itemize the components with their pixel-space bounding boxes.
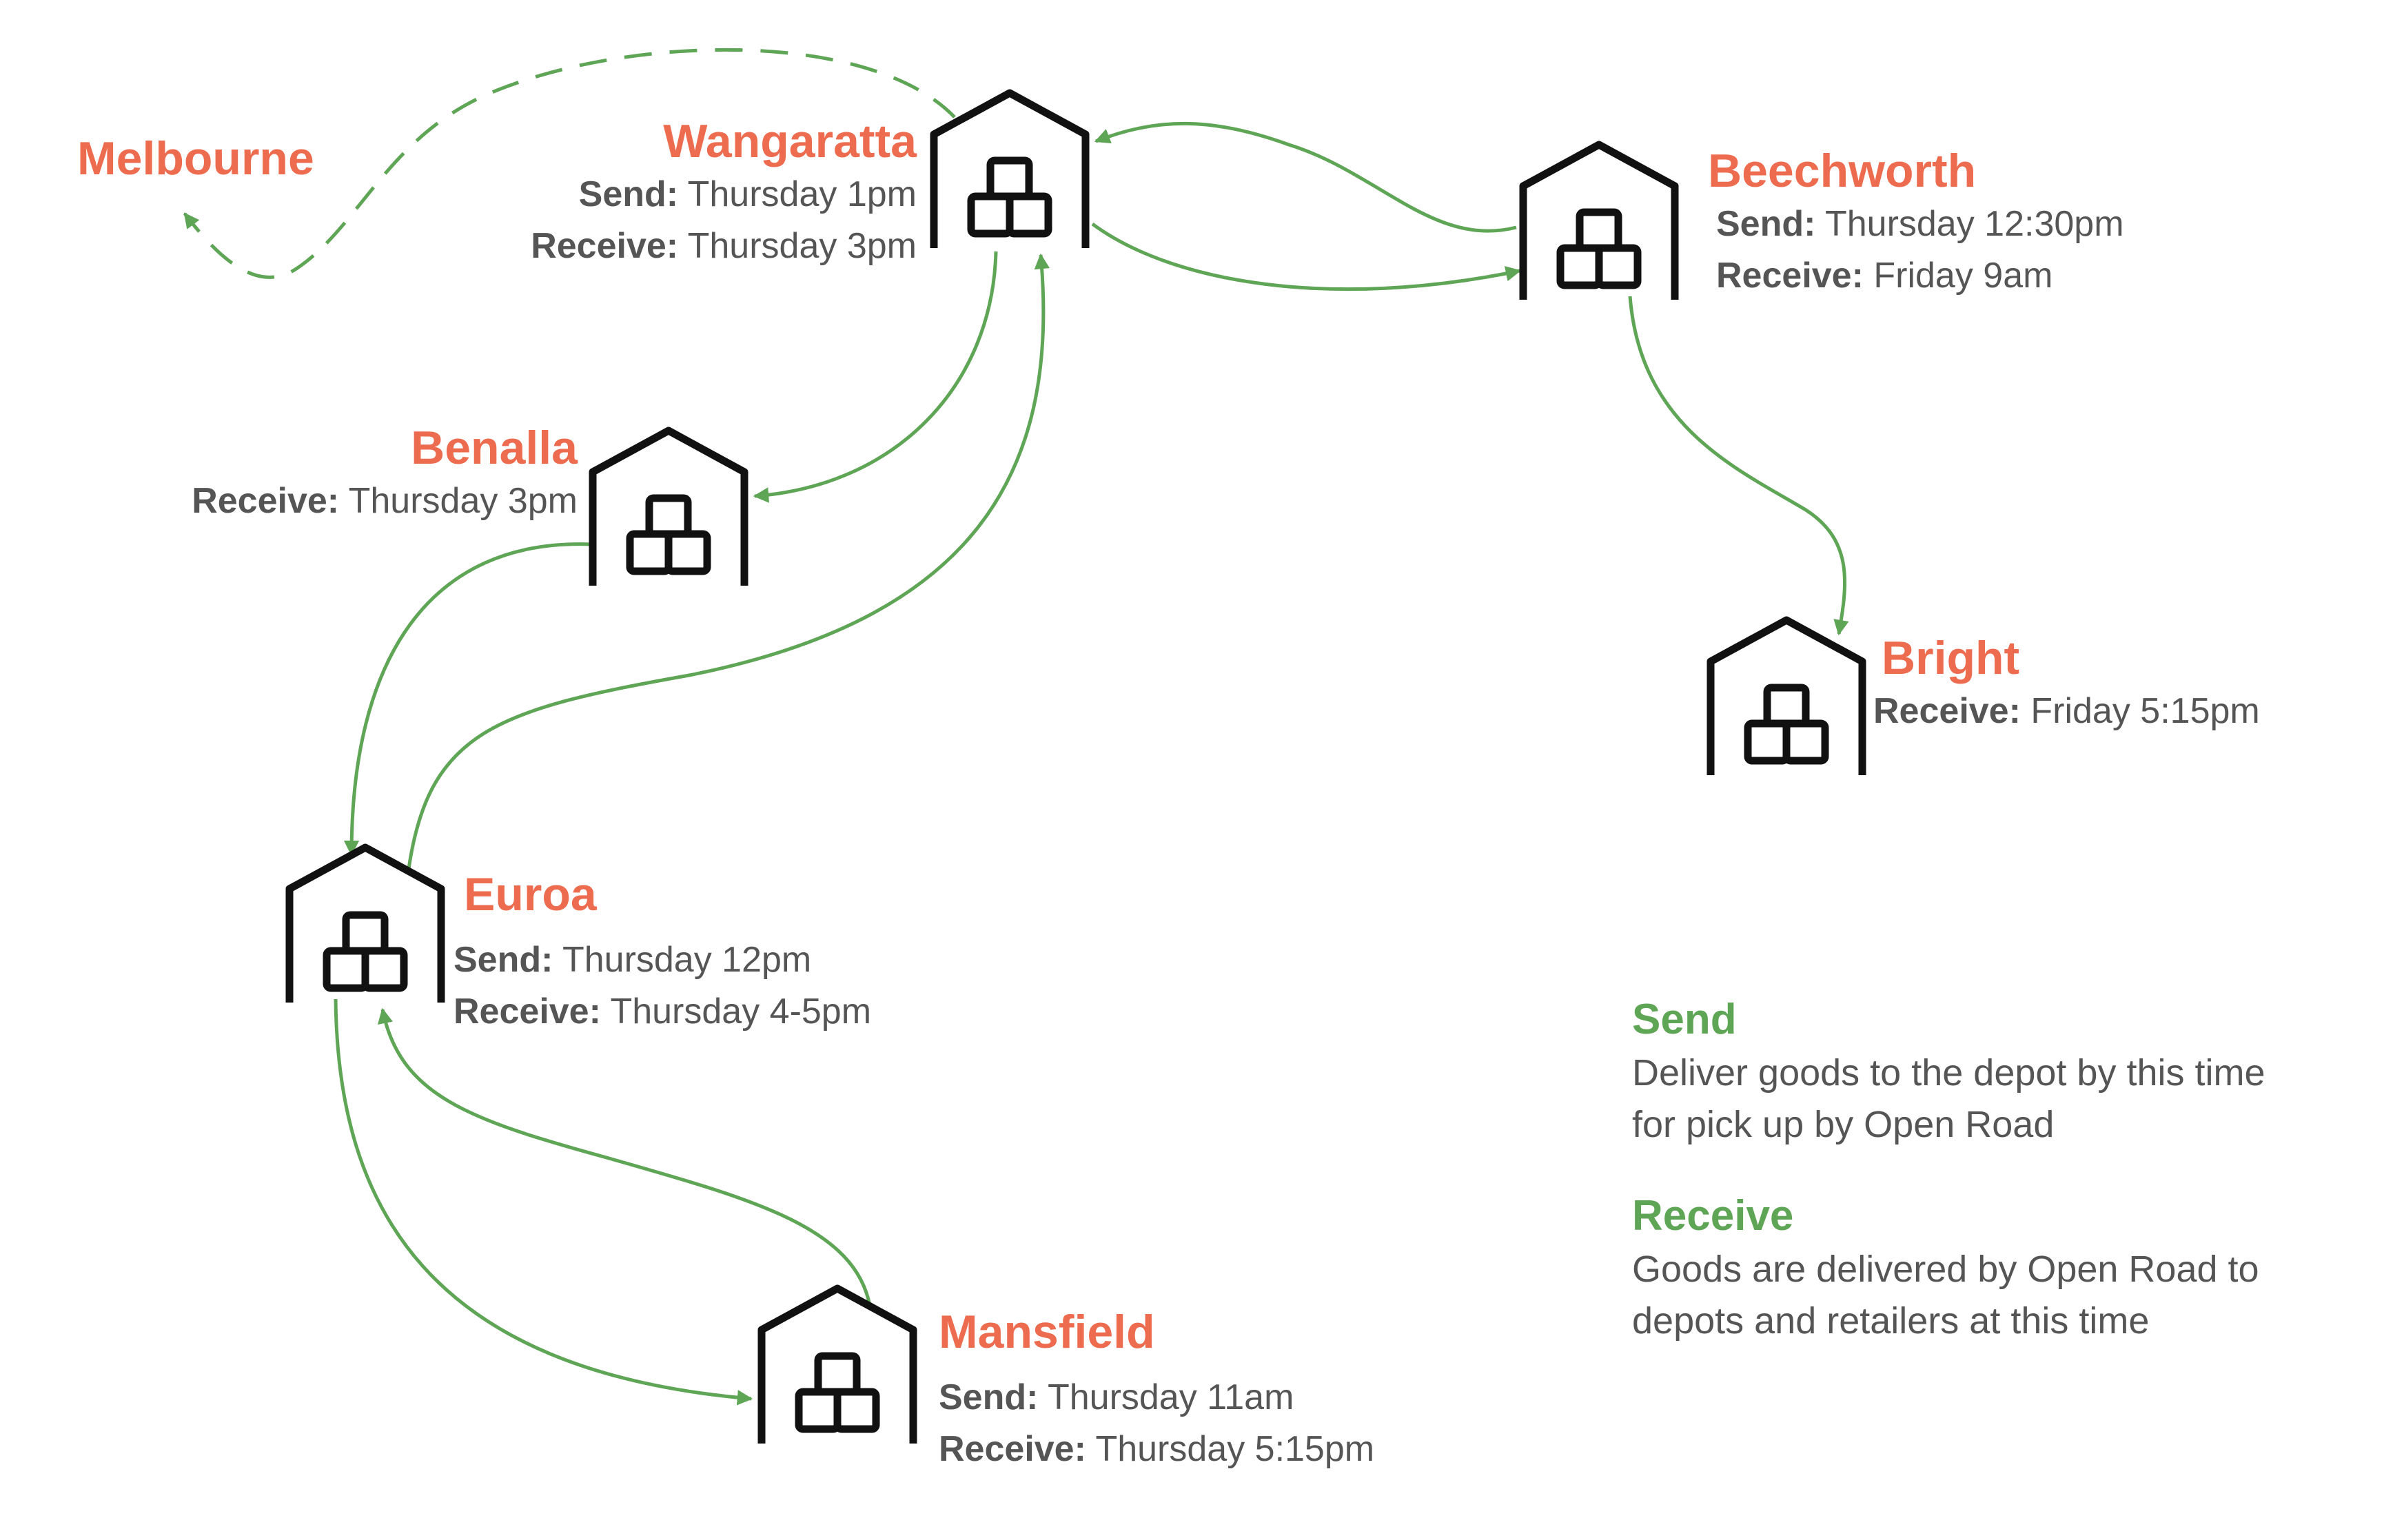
depot-euroa: Euroa Send: Thursday 12pm Receive: Thurs… xyxy=(454,867,871,1038)
warehouse-icon xyxy=(934,93,1086,248)
warehouse-icon xyxy=(593,431,744,586)
depot-name: Mansfield xyxy=(939,1306,1155,1358)
receive-time: Receive: Thursday 4-5pm xyxy=(454,992,872,1031)
route-euroa-to-wangaratta xyxy=(406,253,1050,874)
route-wangaratta-to-benalla xyxy=(753,251,998,503)
send-time: Send: Thursday 12:30pm xyxy=(1716,204,2124,244)
receive-time: Receive: Thursday 3pm xyxy=(531,226,917,266)
depot-benalla: Benalla Receive: Thursday 3pm xyxy=(192,420,578,527)
send-time: Send: Thursday 12pm xyxy=(454,940,812,980)
route-beechworth-to-wangaratta xyxy=(1094,121,1517,233)
depot-mansfield: Mansfield Send: Thursday 11am Receive: T… xyxy=(939,1304,1374,1475)
route-wangaratta-to-melbourne xyxy=(183,48,956,279)
legend: Send Deliver goods to the depot by this … xyxy=(1632,992,2280,1347)
legend-receive-title: Receive xyxy=(1632,1192,1794,1240)
depot-name: Wangaratta xyxy=(663,115,917,167)
depot-wangaratta: Wangaratta Send: Thursday 1pm Receive: T… xyxy=(531,114,917,272)
receive-time: Receive: Friday 9am xyxy=(1716,256,2053,296)
route-wangaratta-to-beechworth xyxy=(1091,222,1522,291)
route-mansfield-to-euroa xyxy=(377,1007,872,1306)
send-time: Send: Thursday 11am xyxy=(939,1377,1294,1417)
route-beechworth-to-bright xyxy=(1628,296,1849,636)
melbourne-label: Melbourne xyxy=(77,132,314,185)
depot-beechworth: Beechworth Send: Thursday 12:30pm Receiv… xyxy=(1708,143,2124,302)
depot-name: Benalla xyxy=(411,422,578,474)
depot-name: Beechworth xyxy=(1708,145,1977,197)
legend-send-title: Send xyxy=(1632,996,1737,1043)
receive-time: Receive: Friday 5:15pm xyxy=(1873,691,2260,731)
warehouse-icon xyxy=(1711,620,1862,775)
legend-receive-text: Goods are delivered by Open Road to depo… xyxy=(1632,1249,2259,1342)
route-euroa-to-mansfield xyxy=(334,998,753,1406)
route-benalla-to-euroa xyxy=(343,542,593,856)
depot-name: Bright xyxy=(1882,632,2020,684)
depot-name: Euroa xyxy=(464,868,597,921)
warehouse-icon xyxy=(762,1289,913,1444)
receive-time: Receive: Thursday 3pm xyxy=(192,481,578,521)
receive-time: Receive: Thursday 5:15pm xyxy=(939,1429,1375,1469)
send-time: Send: Thursday 1pm xyxy=(578,174,917,214)
warehouse-icon xyxy=(289,848,441,1003)
warehouse-icon xyxy=(1523,145,1675,300)
depot-bright: Bright Receive: Friday 5:15pm xyxy=(1873,630,2260,737)
legend-send-text: Deliver goods to the depot by this time … xyxy=(1632,1052,2265,1145)
